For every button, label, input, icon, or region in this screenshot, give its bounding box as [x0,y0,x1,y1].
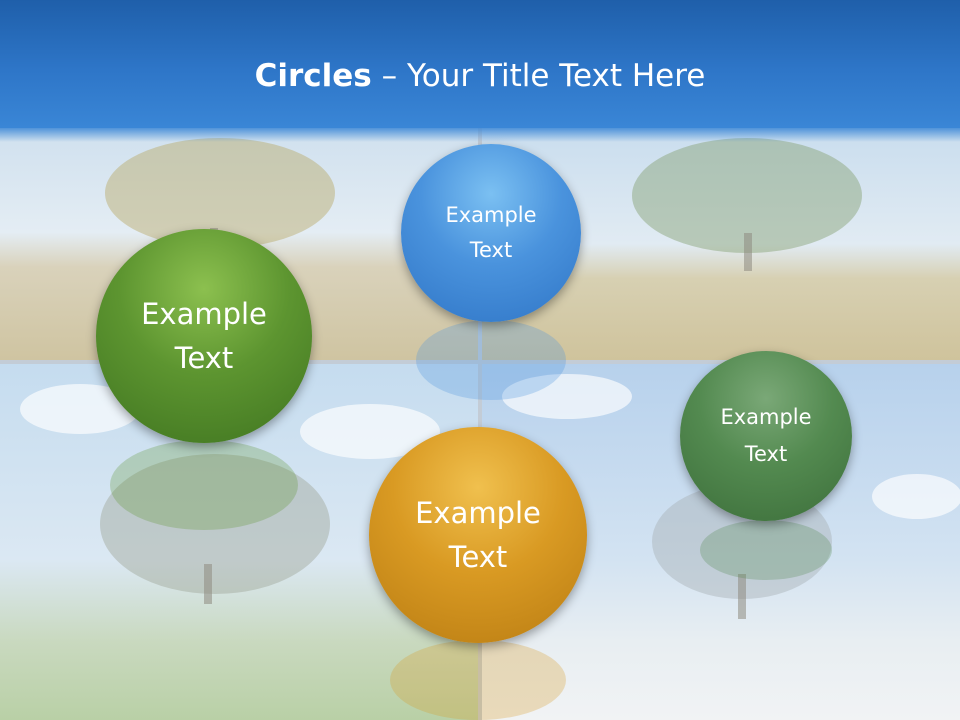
title-bold: Circles [254,58,372,94]
winter-tree-trunk [738,574,746,619]
slide-title[interactable]: Circles – Your Title Text Here [0,56,960,96]
orange-circle-text: Example Text [415,491,541,579]
cloud [872,474,960,519]
spring-tree-trunk [204,564,212,604]
blue-circle-text: Example Text [445,198,536,268]
cloud [502,374,632,419]
title-bar: Circles – Your Title Text Here [0,0,960,142]
green-circle-reflection [110,440,298,530]
green-circle[interactable]: Example Text [96,229,312,443]
circle-text-line: Example [141,297,267,331]
orange-circle[interactable]: Example Text [369,427,587,643]
vertical-divider [478,128,482,720]
darkgreen-circle-reflection [700,520,832,580]
circle-text-line: Example [415,496,541,530]
green-circle-text: Example Text [141,292,267,380]
summer-tree-trunk [744,233,752,271]
summer-tree-panel [482,128,960,360]
dark-green-circle[interactable]: Example Text [680,351,852,521]
blue-circle-reflection [416,320,566,400]
circle-text-line: Example [720,405,812,429]
dark-green-circle-text: Example Text [720,399,811,473]
blue-circle[interactable]: Example Text [401,144,581,322]
title-rest: – Your Title Text Here [371,58,706,94]
circle-text-line: Text [174,341,234,375]
circle-text-line: Text [469,238,513,262]
spring-tree-crown [100,454,330,594]
orange-circle-reflection [390,640,566,720]
circle-text-line: Text [744,442,788,466]
circle-text-line: Example [445,203,537,227]
circle-text-line: Text [448,540,508,574]
